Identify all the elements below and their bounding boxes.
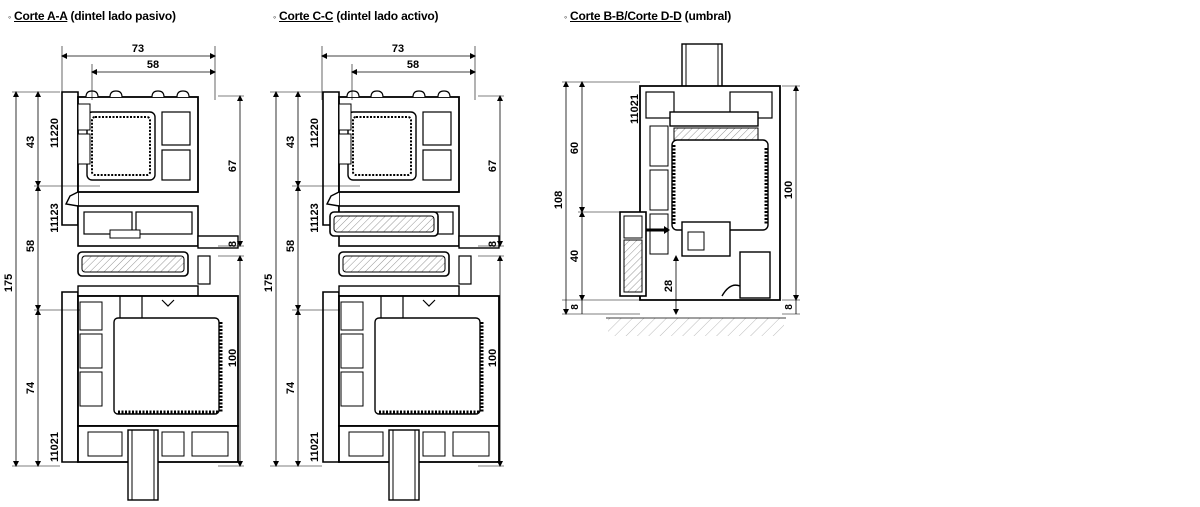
dim-overall-width: 73	[132, 43, 144, 55]
dim-top: 43	[25, 136, 37, 148]
dim-right-mid: 8	[487, 241, 499, 247]
dim-total-height: 175	[263, 274, 275, 292]
dim-right-bottom: 8	[784, 304, 795, 310]
section-bd-drawing: 108 60 40 8 28 11021 100 8	[553, 43, 800, 336]
profile-label-mid: 11123	[309, 203, 321, 232]
dim-right-mid: 8	[227, 241, 239, 247]
section-c-drawing: 73 58 175 43 58 74 11220 11123 11021 67 …	[263, 43, 504, 502]
profile-label-bottom: 11021	[309, 432, 321, 462]
dim-right-bottom: 100	[487, 349, 499, 367]
bullet: ◦	[273, 12, 276, 22]
section-title-c: ◦Corte C-C (dintel lado activo)	[273, 9, 439, 23]
dim-sill: 28	[663, 280, 675, 292]
section-desc: (dintel lado activo)	[333, 9, 439, 23]
dim-inner-width: 58	[407, 59, 419, 71]
bullet: ◦	[8, 12, 11, 22]
section-title-a: ◦Corte A-A (dintel lado pasivo)	[8, 9, 176, 23]
profile-label-mid: 11123	[49, 203, 61, 232]
section-name: Corte A-A	[14, 9, 68, 23]
dim-inner-width: 58	[147, 59, 159, 71]
profile-label-top: 11021	[629, 94, 641, 124]
dim-mid: 58	[285, 240, 297, 252]
dim-top: 60	[569, 142, 581, 154]
dim-bottom: 8	[570, 304, 581, 310]
dim-bottom: 74	[285, 381, 297, 394]
profile-label-bottom: 11021	[49, 432, 61, 462]
section-title-bd: ◦Corte B-B/Corte D-D (umbral)	[564, 9, 731, 23]
section-desc: (dintel lado pasivo)	[67, 9, 176, 23]
bullet: ◦	[564, 12, 567, 22]
profile-label-top: 11220	[49, 118, 61, 148]
dim-total-height: 108	[553, 191, 565, 209]
dim-right-height: 100	[783, 181, 795, 199]
section-name: Corte C-C	[279, 9, 334, 23]
profile-label-top: 11220	[309, 118, 321, 148]
section-desc: (umbral)	[681, 9, 732, 23]
dim-right-top: 67	[487, 160, 499, 172]
dim-right-bottom: 100	[227, 349, 239, 367]
dim-bottom: 74	[25, 381, 37, 394]
dim-total-height: 175	[3, 274, 15, 292]
dim-overall-width: 73	[392, 43, 404, 55]
dim-top: 43	[285, 136, 297, 148]
dim-right-top: 67	[227, 160, 239, 172]
section-a-drawing: 73 58 175 43 58 74 11220 11123 11021 67 …	[3, 43, 244, 502]
dim-mid: 58	[25, 240, 37, 252]
dim-mid: 40	[569, 250, 581, 262]
section-name: Corte B-B/Corte D-D	[570, 9, 682, 23]
